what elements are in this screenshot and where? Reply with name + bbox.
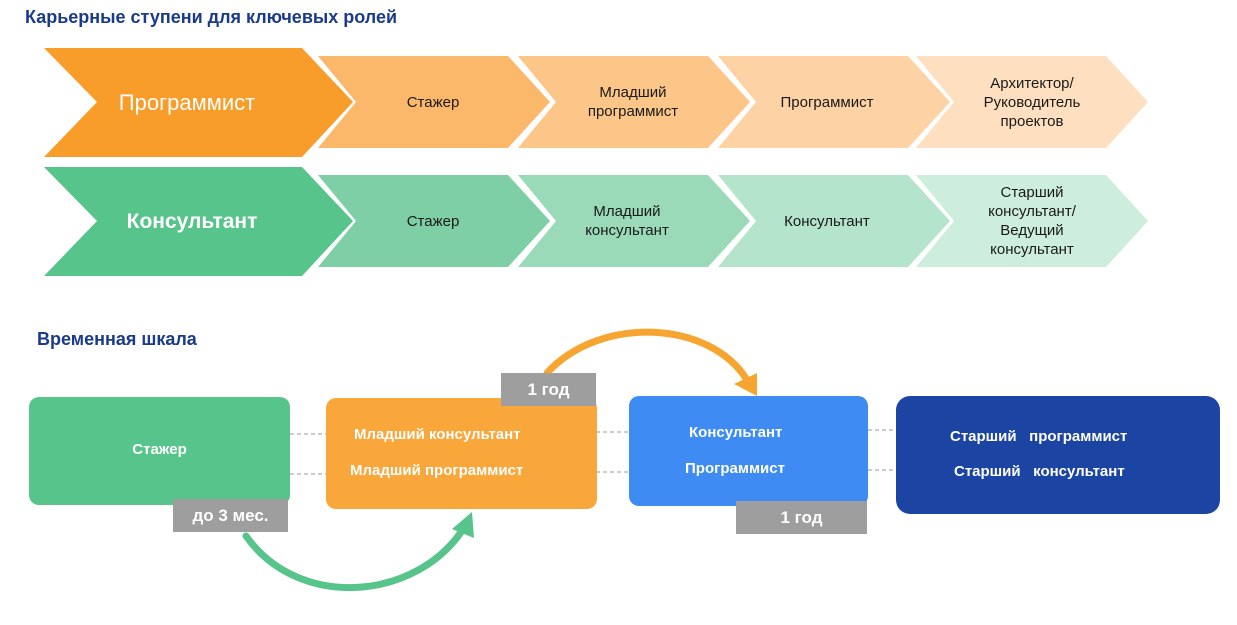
consultant-step-3-chevron [718, 175, 950, 267]
orange-curved-arrow [543, 328, 751, 384]
green-curved-arrow [242, 522, 469, 591]
duration-badge-intern: до 3 мес. [173, 499, 288, 532]
developer-role-label: Программист [118, 89, 256, 115]
timeline-consultant-label: Консультант [689, 424, 783, 441]
duration-badge-junior: 1 год [501, 373, 596, 406]
developer-step-1-chevron [318, 56, 550, 148]
consultant-step-3-label: Консультант [784, 212, 870, 230]
orange-arrowhead-icon [734, 373, 757, 396]
consultant-step-2-label: Младший консультант [585, 203, 669, 239]
consultant-role-label: Консультант [126, 209, 258, 233]
developer-step-4-label: Архитектор/ Руководитель проектов [983, 74, 1081, 130]
consultant-step-4-label: Старший консультант/ Ведущий консультант [988, 184, 1076, 258]
timeline-senior-box: Старший программист Старший консультант [896, 396, 1220, 514]
developer-step-2-chevron [518, 56, 750, 148]
timeline-junior-consultant-label: Младший консультант [354, 426, 521, 443]
timeline-intern-box: Стажер [29, 397, 290, 505]
consultant-step-1-label: Стажер [406, 212, 460, 230]
consultant-lead-chevron [44, 167, 353, 276]
consultant-step-2-chevron [518, 175, 750, 267]
consultant-step-1-chevron [318, 175, 550, 267]
timeline-junior-developer-label: Младший программист [350, 462, 524, 479]
developer-step-4-chevron [916, 56, 1148, 148]
developer-lead-chevron [44, 48, 353, 157]
timeline-mid-box: Консультант Программист [629, 396, 868, 506]
timeline-title: Временная шкала [37, 329, 197, 349]
green-arrowhead-icon [452, 512, 474, 538]
developer-step-3-label: Программист [780, 93, 874, 111]
developer-step-1-label: Стажер [406, 93, 460, 111]
timeline-developer-label: Программист [685, 460, 785, 477]
timeline-junior-box: Младший консультант Младший программист [326, 398, 597, 509]
developer-step-2-label: Младший программист [587, 84, 679, 120]
consultant-step-4-chevron [916, 175, 1148, 267]
timeline-intern-label: Стажер [132, 441, 187, 458]
timeline-senior-consultant-label: Старший консультант [954, 463, 1125, 480]
duration-badge-mid: 1 год [736, 501, 867, 534]
timeline-senior-developer-label: Старший программист [950, 428, 1128, 445]
developer-step-3-chevron [718, 56, 950, 148]
page-title: Карьерные ступени для ключевых ролей [25, 7, 398, 27]
